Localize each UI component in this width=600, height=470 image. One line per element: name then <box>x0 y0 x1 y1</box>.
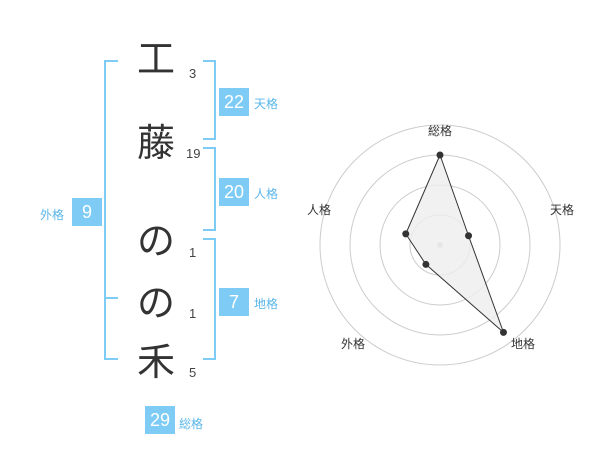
chikaku-value: 7 <box>219 288 249 316</box>
gaikaku-value: 9 <box>72 198 102 226</box>
name-char-3: の <box>136 219 175 263</box>
radar-shape <box>402 151 507 336</box>
tenkaku-label: 天格 <box>254 97 279 111</box>
stroke-count-3: 1 <box>189 245 197 260</box>
radar-point-1 <box>436 151 444 159</box>
radar-label-jinkaku: 人格 <box>307 203 332 217</box>
tenkaku-value: 22 <box>219 88 249 116</box>
radar-point-3 <box>499 328 507 336</box>
radar-label-soukaku: 総格 <box>428 124 453 138</box>
name-char-2: 藤 <box>136 121 175 165</box>
radar-label-tenkaku: 天格 <box>550 203 575 217</box>
name-char-4: の <box>136 281 175 325</box>
radar-ring <box>319 124 561 366</box>
chikaku-label: 地格 <box>254 297 279 311</box>
jinkaku-bracket <box>203 147 216 231</box>
name-char-5: 禾 <box>136 340 175 384</box>
radar-polygon <box>405 153 504 333</box>
radar-point-4 <box>422 260 430 268</box>
radar-chart <box>319 124 561 366</box>
stroke-count-5: 5 <box>189 365 197 380</box>
gaikaku-bracket <box>104 60 118 360</box>
stroke-count-4: 1 <box>189 306 197 321</box>
gaikaku-connector <box>104 297 118 299</box>
tenkaku-bracket <box>203 60 216 140</box>
soukaku-label: 総格 <box>179 417 204 431</box>
stroke-count-1: 3 <box>189 66 197 81</box>
chikaku-bracket <box>203 238 216 360</box>
radar-label-gaikaku: 外格 <box>341 337 366 351</box>
stroke-count-2: 19 <box>186 146 201 161</box>
jinkaku-label: 人格 <box>254 187 279 201</box>
radar-point-2 <box>465 232 473 240</box>
gaikaku-label: 外格 <box>40 208 65 222</box>
radar-label-chikaku: 地格 <box>511 337 536 351</box>
name-char-1: 工 <box>136 37 175 81</box>
soukaku-value: 29 <box>145 406 175 434</box>
radar-point-5 <box>402 230 410 238</box>
jinkaku-value: 20 <box>219 178 249 206</box>
